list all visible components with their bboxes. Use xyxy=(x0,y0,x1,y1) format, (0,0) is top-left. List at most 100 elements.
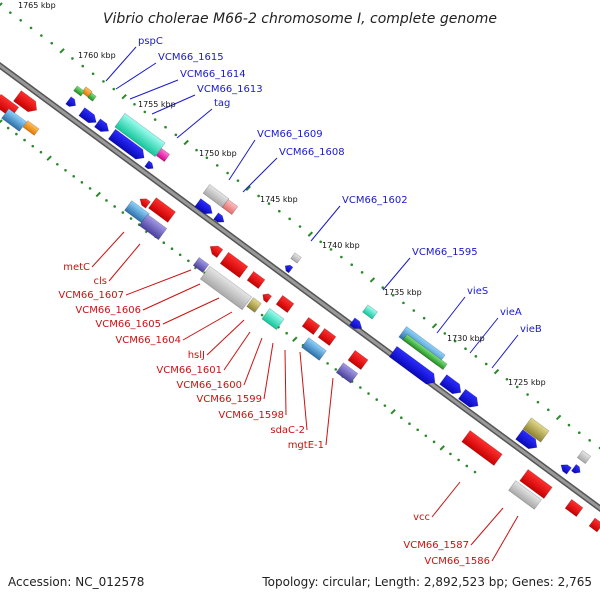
lower-leader-line xyxy=(108,243,141,282)
scale-tick-lower xyxy=(439,445,445,451)
gene-blue xyxy=(284,264,294,274)
scale-dot-upper xyxy=(505,377,509,381)
scale-dot-lower xyxy=(162,241,166,244)
scale-dot-upper xyxy=(50,41,54,45)
scale-dot-lower xyxy=(64,168,67,172)
lower-label: VCM66_1607 xyxy=(58,290,124,301)
scale-tick-upper xyxy=(369,277,376,283)
gene-red xyxy=(275,294,295,314)
scale-dot-lower xyxy=(15,132,18,136)
upper-leader-line xyxy=(382,257,411,291)
gene-red xyxy=(148,197,176,223)
scale-dot-upper xyxy=(319,240,322,244)
lower-leader-line xyxy=(263,342,274,400)
gene-steel-shape xyxy=(1,108,27,132)
upper-label: vieS xyxy=(467,286,488,297)
gene-blue xyxy=(388,345,436,385)
gene-cyan-shape xyxy=(114,112,166,158)
scale-label: 1755 kbp xyxy=(138,100,176,109)
gene-gray-shape xyxy=(576,449,592,465)
gene-red-shape xyxy=(461,430,503,466)
gene-blue xyxy=(144,160,154,170)
gene-red-shape xyxy=(564,498,584,518)
upper-leader-line xyxy=(228,139,256,181)
lower-leader-line xyxy=(182,311,233,341)
lower-label: VCM66_1604 xyxy=(115,335,181,346)
gene-red-shape xyxy=(209,245,224,259)
gene-blue xyxy=(194,198,213,215)
scale-dot-upper xyxy=(484,362,488,366)
upper-label: VCM66_1613 xyxy=(197,84,263,95)
gene-red xyxy=(13,90,37,113)
scale-dot-lower xyxy=(170,247,174,251)
scale-track-dots xyxy=(0,2,600,474)
lower-label: VCM66_1598 xyxy=(218,410,284,421)
gene-blue xyxy=(93,118,110,132)
scale-dot-upper xyxy=(91,72,95,76)
scale-dot-lower xyxy=(432,440,436,444)
lower-leader-line xyxy=(162,297,220,325)
scale-dot-lower xyxy=(56,162,59,166)
gene-red-shape xyxy=(519,469,553,499)
lower-label: metC xyxy=(63,262,90,273)
gene-steel-shape xyxy=(301,337,327,361)
lower-leader-line xyxy=(325,377,334,446)
scale-dot-lower xyxy=(23,138,26,142)
scale-dot-upper xyxy=(329,248,333,251)
upper-label: VCM66_1608 xyxy=(279,147,345,158)
topology-text: Topology: circular; Length: 2,892,523 bp… xyxy=(261,575,592,589)
gene-green xyxy=(87,92,97,102)
map-title: Vibrio cholerae M66-2 chromosome I, comp… xyxy=(103,11,497,27)
upper-leader-line xyxy=(151,94,196,115)
lower-label: VCM66_1606 xyxy=(75,305,141,316)
scale-dot-lower xyxy=(6,126,10,130)
gene-red-shape xyxy=(588,517,600,533)
scale-dot-upper xyxy=(133,102,136,106)
lower-leader-line xyxy=(206,319,245,356)
gene-gray-shape xyxy=(290,252,302,264)
scale-dot-lower xyxy=(383,404,387,407)
gene-blue xyxy=(515,429,538,450)
gene-red xyxy=(317,327,337,347)
scale-dot-upper xyxy=(567,423,571,427)
gene-blue xyxy=(439,374,462,395)
scale-tick-lower xyxy=(390,408,396,415)
scale-dot-lower xyxy=(375,398,379,401)
scale-dot-lower xyxy=(31,144,35,148)
lower-leader-line xyxy=(125,269,192,296)
scale-dot-upper xyxy=(112,87,116,91)
scale-dot-upper xyxy=(464,347,467,351)
upper-strand-labels: pspCVCM66_1615VCM66_1614VCM66_1613tagVCM… xyxy=(138,36,542,335)
scale-dot-upper xyxy=(515,385,519,389)
gene-blue-shape xyxy=(457,388,479,408)
scale-dot-lower xyxy=(367,392,370,395)
scale-dot-upper xyxy=(174,133,178,137)
scale-dot-lower xyxy=(465,464,469,468)
gene-green xyxy=(402,333,448,371)
upper-leader-line xyxy=(129,79,179,100)
upper-label: vieA xyxy=(500,307,522,318)
gene-orange xyxy=(22,120,40,136)
upper-leader-line xyxy=(242,157,278,193)
gene-red xyxy=(219,251,249,279)
upper-label: VCM66_1602 xyxy=(342,195,408,206)
scale-dot-upper xyxy=(288,217,291,221)
scale-dot-upper xyxy=(195,148,198,152)
scale-tick-upper xyxy=(307,231,314,237)
scale-dot-upper xyxy=(526,393,529,396)
scale-tick-upper xyxy=(121,93,127,100)
gene-blue xyxy=(213,212,225,223)
upper-leader-line xyxy=(436,296,466,334)
scale-dot-upper xyxy=(102,80,105,83)
gene-blue-shape xyxy=(388,345,436,385)
scale-dot-lower xyxy=(88,187,92,190)
upper-label: VCM66_1595 xyxy=(412,247,478,258)
gene-blue-shape xyxy=(78,107,97,124)
upper-leader-line xyxy=(310,205,341,242)
scale-tick-upper xyxy=(183,139,189,146)
lower-label: sdaC-2 xyxy=(270,425,305,436)
scale-tick-upper xyxy=(493,368,500,375)
scale-dot-upper xyxy=(19,18,22,22)
